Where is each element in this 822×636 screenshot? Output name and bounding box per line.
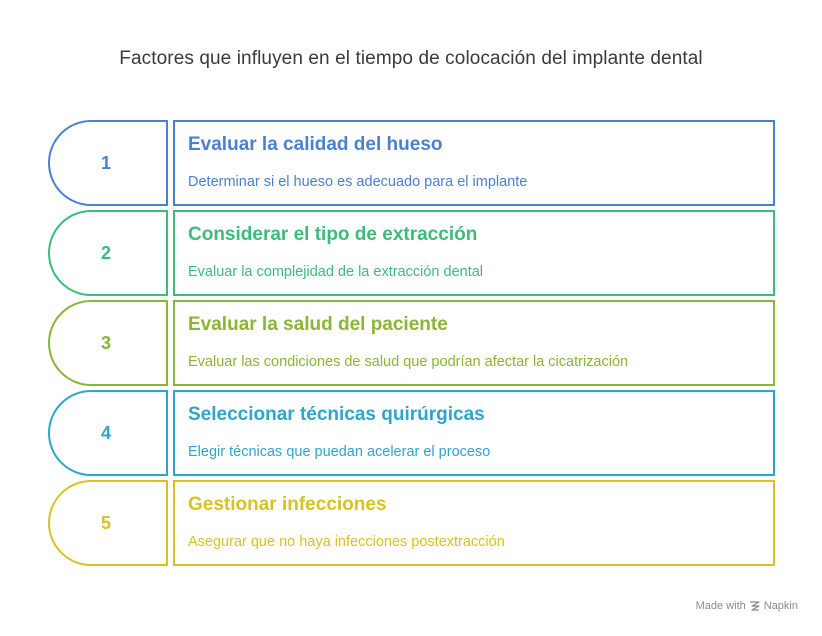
step-heading: Seleccionar técnicas quirúrgicas [188, 404, 485, 425]
step-description: Asegurar que no haya infecciones postext… [188, 534, 505, 550]
step-heading: Considerar el tipo de extracción [188, 224, 478, 245]
step-heading: Evaluar la salud del paciente [188, 314, 448, 335]
step-description: Elegir técnicas que puedan acelerar el p… [188, 444, 491, 460]
step-number-tab: 3 [48, 300, 168, 386]
step-card: Gestionar infecciones Asegurar que no ha… [173, 480, 775, 566]
step-2: 2 Considerar el tipo de extracción Evalu… [48, 210, 776, 296]
step-card: Evaluar la calidad del hueso Determinar … [173, 120, 775, 206]
step-description: Evaluar las condiciones de salud que pod… [188, 354, 629, 370]
step-description: Determinar si el hueso es adecuado para … [188, 174, 528, 190]
step-4: 4 Seleccionar técnicas quirúrgicas Elegi… [48, 390, 776, 476]
step-1: 1 Evaluar la calidad del hueso Determina… [48, 120, 776, 206]
step-number-tab: 5 [48, 480, 168, 566]
made-with-label: Made with [695, 600, 746, 612]
step-number: 5 [100, 512, 111, 533]
step-card: Seleccionar técnicas quirúrgicas Elegir … [173, 390, 775, 476]
step-number: 1 [100, 152, 111, 173]
napkin-logo-icon [749, 600, 761, 612]
step-number-tab: 2 [48, 210, 168, 296]
made-with-napkin-footer[interactable]: Made with Napkin [696, 600, 798, 612]
step-number-tab: 4 [48, 390, 168, 476]
step-number: 4 [100, 422, 111, 443]
napkin-brand-label: Napkin [763, 600, 798, 612]
step-heading: Gestionar infecciones [188, 494, 387, 515]
step-heading: Evaluar la calidad del hueso [188, 134, 443, 155]
step-number: 3 [100, 332, 111, 353]
step-number-tab: 1 [48, 120, 168, 206]
step-number: 2 [100, 242, 111, 263]
step-card: Evaluar la salud del paciente Evaluar la… [173, 300, 775, 386]
step-3: 3 Evaluar la salud del paciente Evaluar … [48, 300, 776, 386]
step-card: Considerar el tipo de extracción Evaluar… [173, 210, 775, 296]
step-description: Evaluar la complejidad de la extracción … [188, 264, 484, 280]
step-5: 5 Gestionar infecciones Asegurar que no … [48, 480, 776, 566]
diagram-title: Factores que influyen en el tiempo de co… [119, 48, 703, 69]
